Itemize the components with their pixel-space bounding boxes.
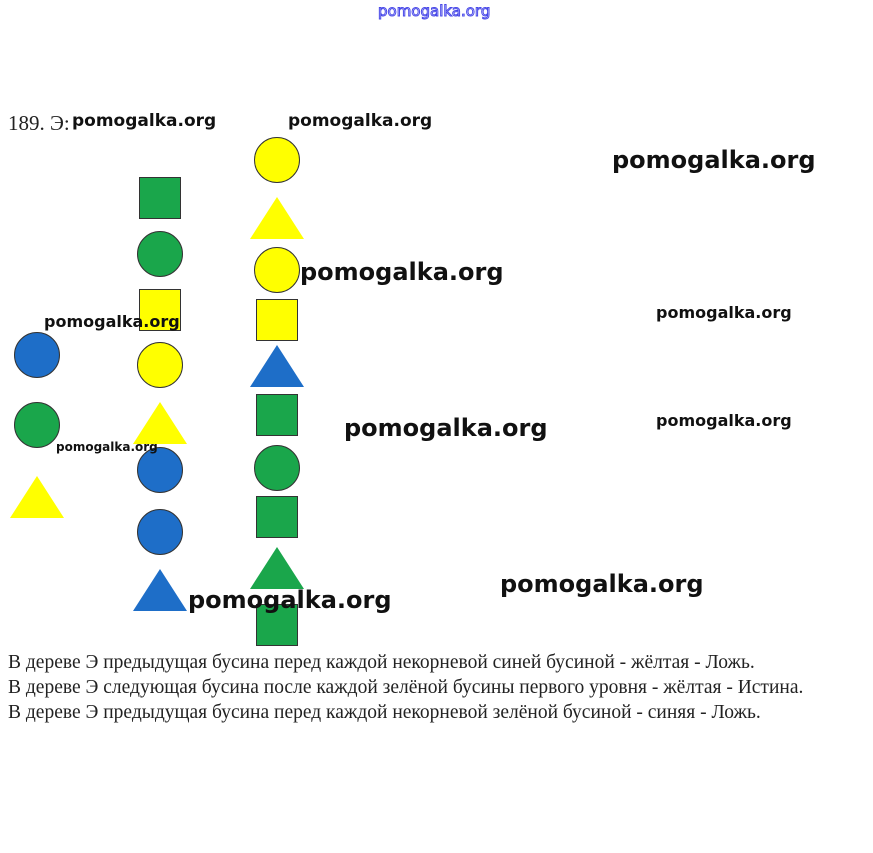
statement-2: В дереве Э следующая бусина после каждой… — [8, 677, 804, 698]
watermark: pomogalka.org — [500, 570, 704, 598]
statement-1: В дереве Э предыдущая бусина перед каждо… — [8, 652, 755, 673]
yellow-triangle-bead — [250, 197, 304, 239]
green-circle-bead — [137, 231, 183, 277]
task-number: 189. Э: — [8, 111, 70, 135]
statement-3: В дереве Э предыдущая бусина перед каждо… — [8, 702, 761, 723]
statements: В дереве Э предыдущая бусина перед каждо… — [8, 650, 868, 725]
watermark: pomogalka.org — [344, 414, 548, 442]
green-square-bead — [256, 604, 298, 646]
blue-triangle-bead — [250, 345, 304, 387]
blue-circle-bead — [137, 509, 183, 555]
watermark: pomogalka.org — [300, 258, 504, 286]
green-circle-bead — [14, 402, 60, 448]
blue-triangle-bead — [133, 569, 187, 611]
yellow-triangle-bead — [10, 476, 64, 518]
watermark: pomogalka.org — [56, 440, 158, 454]
green-square-bead — [256, 496, 298, 538]
yellow-square-bead — [139, 289, 181, 331]
yellow-square-bead — [256, 299, 298, 341]
green-square-bead — [139, 177, 181, 219]
watermark: pomogalka.org — [656, 411, 792, 430]
watermark-top: pomogalka.org — [377, 2, 491, 21]
green-square-bead — [256, 394, 298, 436]
yellow-circle-bead — [254, 247, 300, 293]
watermark: pomogalka.org — [656, 303, 792, 322]
watermark: pomogalka.org — [288, 111, 433, 131]
green-triangle-bead — [250, 547, 304, 589]
watermark: pomogalka.org — [72, 111, 217, 131]
watermark: pomogalka.org — [188, 586, 392, 614]
yellow-circle-bead — [137, 342, 183, 388]
watermark: pomogalka.org — [44, 312, 180, 331]
blue-circle-bead — [137, 447, 183, 493]
yellow-triangle-bead — [133, 402, 187, 444]
blue-circle-bead — [14, 332, 60, 378]
green-circle-bead — [254, 445, 300, 491]
yellow-circle-bead — [254, 137, 300, 183]
watermark: pomogalka.org — [612, 146, 816, 174]
